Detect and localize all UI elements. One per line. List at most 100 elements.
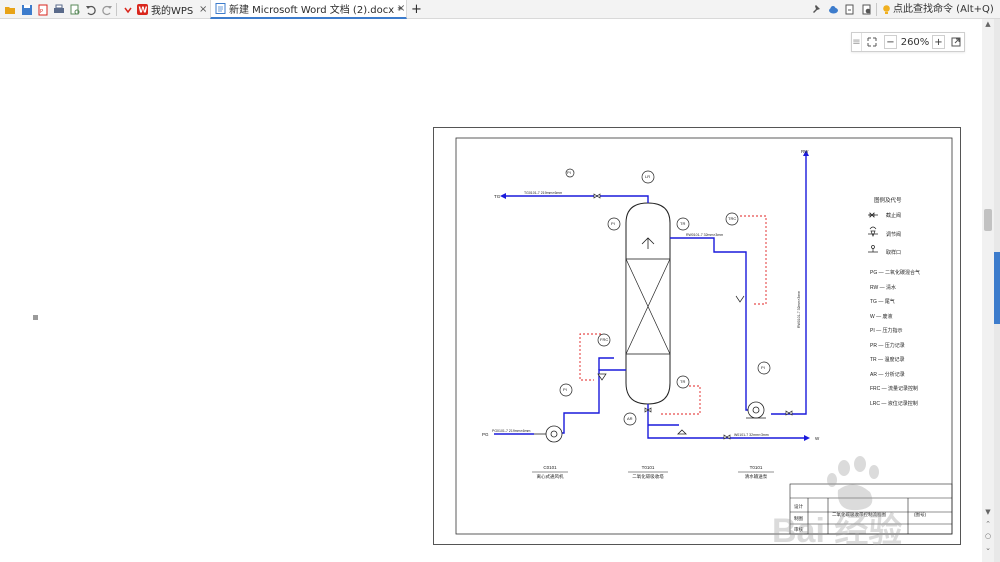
equipment-tag: T0101 <box>642 465 655 470</box>
pin-icon[interactable] <box>810 3 822 15</box>
cloud-icon[interactable] <box>827 3 839 15</box>
print-icon[interactable] <box>51 2 66 17</box>
instrument-bubbles: LR PI TR TRC PI FRC PI TR AR PI <box>559 168 771 426</box>
save-icon[interactable] <box>19 2 34 17</box>
equipment-name: 离心式通风机 <box>537 473 564 480</box>
next-page-icon[interactable]: ⌄ <box>985 544 991 552</box>
title-block <box>789 483 953 535</box>
equipment-name: 清水输送泵 <box>745 473 768 480</box>
rw-supply-line-label: RW0101-7 32mm×3mm <box>686 233 723 237</box>
legend-code: LRC — 液位记录控制 <box>870 400 918 407</box>
toolbar-divider <box>116 3 117 16</box>
legend: 图例及代号 截止阀 调节阀 取样口 PG — 二氧化碳混合气 RW — 清水 T… <box>868 196 920 407</box>
flow-arrows <box>500 150 810 441</box>
open-folder-icon[interactable] <box>2 2 17 17</box>
title-row: 制图 <box>794 515 803 522</box>
legend-code: TG — 尾气 <box>870 298 895 305</box>
pg-inlet-label: PG <box>482 432 489 437</box>
undo-icon[interactable] <box>83 2 98 17</box>
prev-page-icon[interactable]: ⌃ <box>985 520 991 528</box>
legend-code: PR — 压力记录 <box>870 342 905 349</box>
lightbulb-icon <box>880 3 892 15</box>
title-row: 设计 <box>794 503 803 510</box>
equipment-tag: C0101 <box>543 465 557 470</box>
legend-control-valve: 调节阀 <box>886 231 901 238</box>
zoom-in-button[interactable]: + <box>932 35 945 49</box>
tab-close-icon[interactable]: × <box>397 3 406 14</box>
svg-text:P: P <box>40 9 43 15</box>
toolbar-divider <box>876 3 877 16</box>
tab-my-wps[interactable]: W 我的WPS × <box>137 0 209 19</box>
select-browse-object-icon[interactable]: ○ <box>984 532 992 540</box>
redo-icon[interactable] <box>99 2 114 17</box>
fit-page-icon[interactable] <box>864 33 880 51</box>
new-tab-button[interactable]: + <box>411 2 422 17</box>
instrument-tr: TR <box>680 379 685 384</box>
paragraph-marker <box>33 315 38 320</box>
title-block-text: 二氧化碳吸收带控制流程图 (图号) 设计 制图 审核 <box>794 503 926 533</box>
scroll-down-arrow-icon[interactable]: ▼ <box>985 508 991 516</box>
drag-handle-icon[interactable]: ≡ <box>852 33 862 51</box>
legend-code: TR — 温度记录 <box>870 356 904 363</box>
equipment-name: 二氧化碳吸收塔 <box>632 473 664 480</box>
print-preview-icon[interactable] <box>67 2 82 17</box>
legend-code: W — 废液 <box>870 313 893 320</box>
title-row: 审核 <box>794 526 803 533</box>
legend-code: FRC — 流量记录控制 <box>870 385 918 392</box>
process-flow-drawing: LR PI TR TRC PI FRC PI TR AR PI TG TG010… <box>455 137 953 535</box>
embedded-flow-diagram[interactable]: LR PI TR TRC PI FRC PI TR AR PI TG TG010… <box>433 127 961 545</box>
command-search-hint[interactable]: 点此查找命令 (Alt+Q) <box>893 4 994 15</box>
w-outlet-label: W <box>815 436 820 441</box>
zoom-out-button[interactable]: − <box>884 35 897 49</box>
top-toolbar: P W 我的WPS × 新建 Microsoft Word 文档 (2).doc… <box>0 0 1000 19</box>
share-icon[interactable] <box>843 3 855 15</box>
tab-label: 新建 Microsoft Word 文档 (2).docx * <box>229 5 403 16</box>
legend-code: AR — 分析记录 <box>870 371 905 378</box>
tab-document[interactable]: 新建 Microsoft Word 文档 (2).docx * × <box>210 0 407 19</box>
legend-gate-valve: 截止阀 <box>886 212 901 219</box>
svg-text:W: W <box>139 6 148 15</box>
word-doc-icon <box>215 3 226 14</box>
tg-inlet-label: TG <box>494 194 501 199</box>
absorber-tower <box>625 202 671 405</box>
instrument-frc: FRC <box>600 337 608 342</box>
tab-label: 我的WPS <box>151 6 194 17</box>
instrument-ar: AR <box>627 416 633 421</box>
legend-code: PI — 压力指示 <box>870 327 903 334</box>
instrument-trc: TRC <box>728 216 736 221</box>
drawing-title: 二氧化碳吸收带控制流程图 <box>832 511 886 518</box>
equipment-tag: T0101 <box>750 465 763 470</box>
w-line-label: W0101-7 32mm×3mm <box>734 433 769 437</box>
customize-toolbar-icon[interactable] <box>120 2 135 17</box>
history-icon[interactable] <box>860 3 872 15</box>
control-lines <box>579 215 767 415</box>
side-panel-toggle[interactable] <box>994 252 1000 324</box>
tab-close-icon[interactable]: × <box>199 4 208 15</box>
zoom-panel: ≡ − 260% + <box>851 32 965 52</box>
rw-vertical-label: RW0101-7 32mm×3mm <box>797 291 801 328</box>
legend-title: 图例及代号 <box>874 196 902 204</box>
instrument-tr: TR <box>680 221 685 226</box>
valves <box>593 193 793 440</box>
scroll-up-arrow-icon[interactable]: ▲ <box>985 20 991 28</box>
legend-sample-point: 取样口 <box>886 249 901 256</box>
exit-fullscreen-icon[interactable] <box>948 33 964 51</box>
instrument-pi: PI <box>563 387 567 392</box>
stream-labels: TG TG0101-7 219mm×6mm PG PG0101-7 219mm×… <box>482 149 820 441</box>
vertical-scrollbar[interactable]: ▲ ▼ ⌃ ○ ⌄ <box>982 19 994 562</box>
rw-inlet-label: RW <box>801 149 809 154</box>
wps-logo-icon: W <box>137 4 148 15</box>
legend-code: PG — 二氧化碳混合气 <box>870 269 920 276</box>
process-lines <box>494 152 807 439</box>
tg-line-label: TG0101-7 219mm×6mm <box>524 191 562 195</box>
instrument-pi: PI <box>567 170 571 175</box>
equipment-tags: C0101 离心式通风机 T0101 二氧化碳吸收塔 T0101 清水输送泵 <box>532 465 774 480</box>
zoom-level[interactable]: 260% <box>900 36 930 48</box>
export-pdf-icon[interactable]: P <box>35 2 50 17</box>
instrument-lr: LR <box>645 174 650 179</box>
pg-line-label: PG0101-7 219mm×6mm <box>492 429 531 433</box>
drawing-border <box>455 137 953 535</box>
scroll-thumb[interactable] <box>984 209 992 231</box>
drawing-number: (图号) <box>914 512 926 518</box>
instrument-pi: PI <box>611 221 615 226</box>
